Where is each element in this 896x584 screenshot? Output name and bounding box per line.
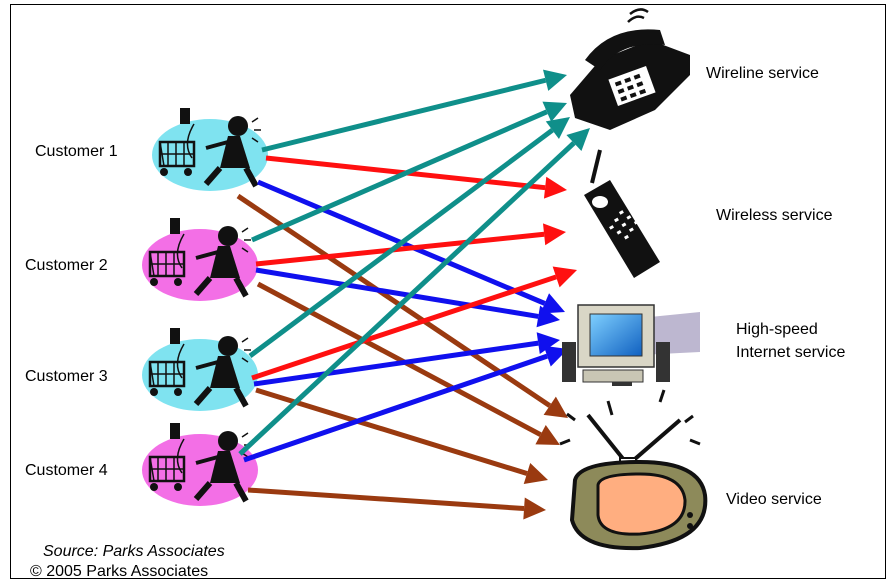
mobile-phone-icon (584, 149, 660, 278)
connection-arrow (251, 266, 577, 381)
shopper-icon (142, 423, 258, 506)
telephone-icon (570, 8, 690, 130)
connection-arrow (256, 281, 560, 445)
copyright-note: © 2005 Parks Associates (30, 563, 209, 580)
connection-arrow (251, 101, 567, 243)
shopper-icon (152, 108, 268, 191)
connection-arrow (238, 128, 590, 456)
connection-arrow (255, 387, 548, 485)
connection-arrow (261, 69, 567, 153)
connection-arrow (253, 332, 560, 387)
connection-arrow (255, 267, 560, 328)
video-service-label: Video service (726, 491, 822, 508)
television-icon (559, 389, 708, 551)
shopper-icon (142, 218, 258, 301)
connection-arrow (243, 345, 568, 463)
wireline-service-label: Wireline service (706, 65, 819, 82)
connection-arrow (255, 223, 566, 267)
customer-4-label: Customer 4 (25, 462, 108, 479)
customer-2-label: Customer 2 (25, 257, 108, 274)
connection-arrow (248, 117, 570, 359)
connection-arrow (247, 487, 546, 520)
connection-arrow (236, 193, 568, 418)
wireless-service-label: Wireless service (716, 207, 833, 224)
computer-icon (562, 304, 700, 386)
customer-1-label: Customer 1 (35, 143, 118, 160)
diagram-frame (10, 4, 886, 579)
internet-service-label-line1: High-speed (736, 321, 818, 338)
shopper-icon (142, 328, 258, 411)
customer-3-label: Customer 3 (25, 368, 108, 385)
internet-service-label-line2: Internet service (736, 344, 846, 361)
source-note: Source: Parks Associates (43, 543, 225, 560)
